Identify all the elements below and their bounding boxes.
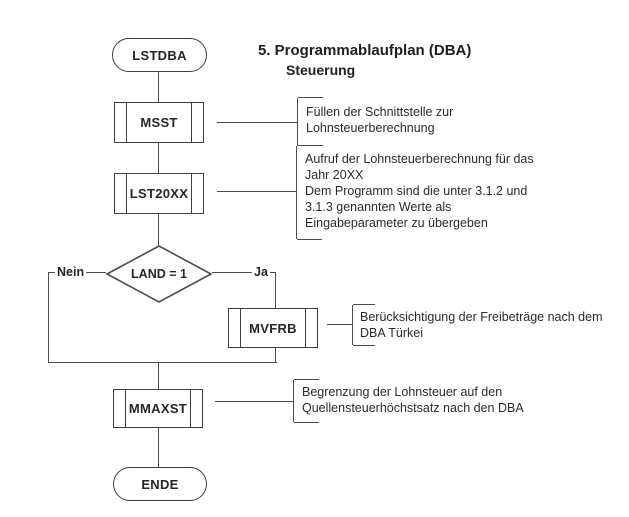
predefined-process-stripe-right <box>305 309 306 347</box>
callout-line-mvfrb <box>327 324 352 325</box>
note-line: DBA Türkei <box>360 326 423 340</box>
connector-mvfrb-junction <box>275 348 276 363</box>
callout-line-lst <box>217 191 296 192</box>
note-line: Aufruf der Lohnsteuerberechnung für das <box>305 152 534 166</box>
note-mmaxst: Begrenzung der Lohnsteuer auf den Quelle… <box>302 384 524 416</box>
edge-nein-vertical <box>48 272 49 363</box>
connector-mmaxst-end <box>158 428 159 467</box>
process-mmaxst: MMAXST <box>113 389 203 428</box>
edge-label-nein: Nein <box>55 265 87 279</box>
predefined-process-stripe-right <box>190 390 191 427</box>
bracket-tick <box>297 145 322 146</box>
note-line: Berücksichtigung der Freibeträge nach de… <box>360 310 603 324</box>
process-mvfrb: MVFRB <box>228 308 318 348</box>
note-line: 3.1.3 genannten Werte als <box>305 200 452 214</box>
connector-msst-lst <box>158 143 159 173</box>
connector-start-msst <box>158 72 159 103</box>
callout-line-mmaxst <box>215 401 293 402</box>
process-msst-label: MSST <box>140 115 178 130</box>
note-line: Lohnsteuerberechnung <box>306 121 435 135</box>
note-line: Begrenzung der Lohnsteuer auf den <box>302 385 503 399</box>
callout-bracket-msst <box>297 97 323 146</box>
note-mvfrb: Berücksichtigung der Freibeträge nach de… <box>360 309 603 341</box>
callout-bracket-mvfrb <box>352 304 375 346</box>
process-lst20xx: LST20XX <box>114 173 204 214</box>
start-terminal-label: LSTDBA <box>132 47 187 63</box>
end-terminal: ENDE <box>113 467 207 501</box>
end-terminal-label: ENDE <box>141 476 179 492</box>
bracket-tick <box>294 379 319 380</box>
callout-bracket-lst <box>296 145 322 240</box>
note-line: Quellensteuerhöchstsatz nach den DBA <box>302 401 524 415</box>
bracket-tick <box>294 422 319 423</box>
process-mmaxst-label: MMAXST <box>128 401 188 416</box>
note-lst: Aufruf der Lohnsteuerberechnung für das … <box>305 151 534 231</box>
decision-label: LAND = 1 <box>131 267 187 281</box>
note-line: Eingabeparameter zu übergeben <box>305 216 488 230</box>
edge-ja-horizontal <box>212 272 276 273</box>
note-line: Füllen der Schnittstelle zur <box>306 105 454 119</box>
process-msst: MSST <box>114 102 204 143</box>
connector-junction-mmaxst <box>158 362 159 389</box>
edge-ja-vertical <box>275 272 276 308</box>
bracket-tick <box>297 239 322 240</box>
process-lst20xx-label: LST20XX <box>129 186 189 201</box>
predefined-process-stripe-right <box>191 174 192 213</box>
connector-lst-decision <box>158 214 159 246</box>
callout-line-msst <box>217 122 297 123</box>
predefined-process-stripe-right <box>191 103 192 142</box>
note-msst: Füllen der Schnittstelle zur Lohnsteuerb… <box>306 104 453 136</box>
decision-diamond-shape <box>105 245 213 303</box>
page-title: 5. Programmablaufplan (DBA) <box>258 42 472 59</box>
bracket-tick <box>353 304 375 305</box>
bracket-tick <box>298 97 323 98</box>
predefined-process-stripe-left <box>126 103 127 142</box>
bracket-tick <box>353 345 375 346</box>
decision-diamond <box>105 245 213 303</box>
predefined-process-stripe-left <box>240 309 241 347</box>
predefined-process-stripe-left <box>126 174 127 213</box>
note-line: Dem Programm sind die unter 3.1.2 und <box>305 184 528 198</box>
callout-bracket-mmaxst <box>293 379 319 423</box>
page-subtitle: Steuerung <box>286 62 356 78</box>
process-mvfrb-label: MVFRB <box>249 320 297 336</box>
predefined-process-stripe-left <box>125 390 126 427</box>
start-terminal: LSTDBA <box>112 38 207 72</box>
edge-label-ja: Ja <box>252 265 270 279</box>
junction-horizontal <box>48 362 277 363</box>
note-line: Jahr 20XX <box>305 168 364 182</box>
